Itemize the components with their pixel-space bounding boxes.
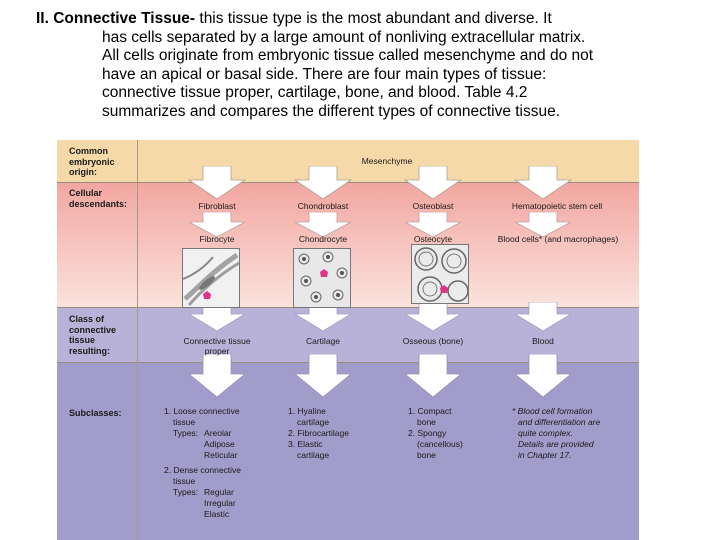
- label-line: Subclasses:: [69, 408, 122, 418]
- loose-types: Types: Areolar Adipose Reticular: [164, 428, 274, 461]
- subclass-line: bone: [417, 417, 436, 427]
- note-line: in Chapter 17.: [518, 450, 572, 460]
- down-arrow-icon: [404, 212, 462, 238]
- row-label-class: Class of connective tissue resulting:: [57, 314, 137, 356]
- mature-cell-label: Fibrocyte: [199, 234, 235, 244]
- subclass-line: bone: [417, 450, 436, 460]
- row-label-subclasses: Subclasses:: [57, 408, 137, 419]
- blast-cell-label: Hematopoietic stem cell: [511, 201, 603, 211]
- types-list: Regular Irregular Elastic: [204, 487, 236, 520]
- label-line: origin:: [69, 167, 97, 177]
- label-line: descendants:: [69, 198, 128, 209]
- type-item: Regular: [204, 487, 234, 497]
- blast-cell-label: Osteoblast: [412, 201, 454, 211]
- subclass-line: tissue: [173, 417, 196, 427]
- blast-cell-label: Fibroblast: [198, 201, 236, 211]
- class-ct-proper: Connective tissue proper: [167, 336, 267, 356]
- subclass-cartilage: 1. Hyaline cartilage 2. Fibrocartilage 3…: [288, 406, 378, 461]
- label-line: tissue: [69, 335, 96, 345]
- label-line: embryonic: [69, 156, 115, 167]
- down-arrow-icon: [403, 354, 463, 398]
- intro-line: have an apical or basal side. There are …: [102, 65, 547, 83]
- down-arrow-icon: [187, 166, 247, 200]
- row-label-origin: Common embryonic origin:: [57, 146, 137, 178]
- type-item: Adipose: [204, 439, 235, 449]
- down-arrow-icon: [403, 166, 463, 200]
- class-blood: Blood: [532, 336, 554, 346]
- subclass-line: 3. Elastic: [288, 439, 323, 449]
- down-arrow-icon: [294, 212, 352, 238]
- blast-cell-label: Chondroblast: [297, 201, 349, 211]
- row-label-descendants: Cellular descendants:: [57, 188, 137, 209]
- label-line: Common: [69, 146, 108, 156]
- subclass-ct-proper: 1. Loose connective tissue Types: Areola…: [164, 406, 274, 520]
- note-line: Details are provided: [518, 439, 594, 449]
- types-label: Types:: [173, 487, 199, 497]
- label-line: Cellular: [69, 188, 103, 198]
- types-label: Types:: [173, 428, 199, 438]
- chondrocyte-micrograph: [293, 248, 351, 308]
- down-arrow-icon: [187, 354, 247, 398]
- subclass-bone: 1. Compact bone 2. Spongy (cancellous) b…: [408, 406, 488, 461]
- subclass-line: tissue: [173, 476, 196, 486]
- intro-line-1: II. Connective Tissue- this tissue type …: [36, 10, 706, 29]
- subclass-line: 1. Hyaline: [288, 406, 326, 416]
- mature-cell-label: Blood cells* (and macrophages): [497, 234, 619, 244]
- divider: [57, 362, 639, 363]
- subclass-line: cartilage: [297, 417, 330, 427]
- down-arrow-icon: [513, 354, 573, 398]
- down-arrow-icon: [514, 212, 572, 238]
- label-line: resulting:: [69, 345, 111, 356]
- label-line: connective: [69, 324, 117, 335]
- types-list: Areolar Adipose Reticular: [204, 428, 238, 461]
- type-item: Areolar: [204, 428, 232, 438]
- subclass-line: 1. Compact: [408, 406, 452, 416]
- subclass-line: 2. Spongy: [408, 428, 447, 438]
- blood-footnote: * Blood cell formation and differentiati…: [512, 406, 632, 461]
- class-label-line: proper: [204, 346, 230, 356]
- down-arrow-icon: [513, 302, 573, 332]
- subclass-line: (cancellous): [417, 439, 463, 449]
- down-arrow-icon: [293, 354, 353, 398]
- down-arrow-icon: [403, 302, 463, 332]
- type-item: Irregular: [204, 498, 236, 508]
- down-arrow-icon: [188, 212, 246, 238]
- connective-tissue-diagram: Common embryonic origin: Cellular descen…: [57, 140, 639, 540]
- intro-line-1-rest: this tissue type is the most abundant an…: [195, 10, 552, 27]
- intro-line: summarizes and compares the different ty…: [102, 102, 561, 120]
- dense-types: Types: Regular Irregular Elastic: [164, 487, 274, 520]
- intro-line: All cells originate from embryonic tissu…: [102, 47, 594, 65]
- note-line: * Blood cell formation: [512, 406, 593, 416]
- label-column-divider: [137, 140, 138, 540]
- class-cartilage: Cartilage: [305, 336, 341, 346]
- subclass-line: 1. Loose connective: [164, 406, 240, 416]
- class-bone: Osseous (bone): [402, 336, 464, 346]
- note-line: quite complex.: [518, 428, 573, 438]
- intro-line: has cells separated by a large amount of…: [102, 28, 586, 46]
- mature-cell-label: Osteocyte: [413, 234, 453, 244]
- down-arrow-icon: [293, 166, 353, 200]
- subclass-line: 2. Dense connective: [164, 465, 242, 475]
- origin-mesenchyme: Mesenchyme: [361, 156, 413, 166]
- intro-line: connective tissue proper, cartilage, bon…: [102, 84, 528, 102]
- down-arrow-icon: [513, 166, 573, 200]
- intro-paragraph: II. Connective Tissue- this tissue type …: [36, 10, 706, 122]
- osteocyte-micrograph: [411, 244, 469, 304]
- mature-cell-label: Chondrocyte: [298, 234, 348, 244]
- subclass-line: cartilage: [297, 450, 330, 460]
- intro-heading: II. Connective Tissue-: [36, 10, 196, 27]
- type-item: Reticular: [204, 450, 238, 460]
- subclass-line: 2. Fibrocartilage: [288, 428, 349, 438]
- note-line: and differentiation are: [518, 417, 601, 427]
- fibrocyte-micrograph: [182, 248, 240, 308]
- type-item: Elastic: [204, 509, 230, 519]
- label-line: Class of: [69, 314, 105, 324]
- class-label-line: Connective tissue: [183, 336, 251, 346]
